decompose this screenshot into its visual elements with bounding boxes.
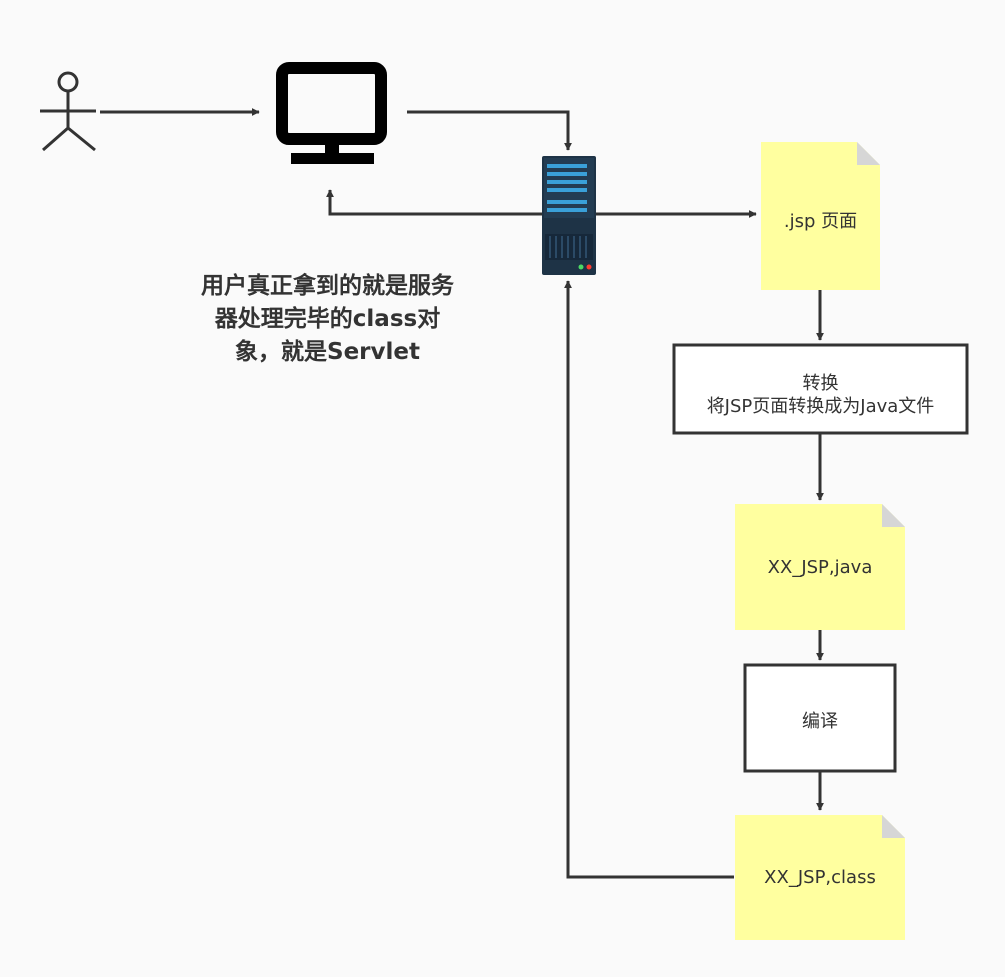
jsp-page-note	[761, 142, 880, 290]
convert-desc-label: 将JSP页面转换成为Java文件	[706, 396, 935, 417]
edge-class-to-server	[564, 280, 734, 879]
servlet-note: 用户真正拿到的就是服务 器处理完毕的class对 象，就是Servlet	[160, 270, 495, 369]
user-icon	[40, 71, 96, 152]
class-file-note	[735, 815, 905, 940]
note-line-2: 器处理完毕的class对	[214, 306, 441, 332]
edge-server-to-monitor	[326, 189, 542, 216]
edge-monitor-to-server	[407, 110, 572, 151]
java-file-label: XX_JSP,java	[767, 557, 873, 578]
convert-box	[672, 343, 969, 435]
java-file-note	[735, 504, 905, 630]
note-line-3: 象，就是Servlet	[235, 339, 420, 365]
server-icon	[542, 156, 596, 275]
jsp-page-label: .jsp 页面	[783, 211, 858, 232]
class-file-label: XX_JSP,class	[764, 867, 876, 888]
monitor-icon	[276, 62, 387, 164]
compile-label: 编译	[802, 711, 838, 732]
compile-box	[743, 663, 897, 773]
note-line-1: 用户真正拿到的就是服务	[201, 273, 454, 299]
convert-title-label: 转换	[802, 373, 839, 394]
